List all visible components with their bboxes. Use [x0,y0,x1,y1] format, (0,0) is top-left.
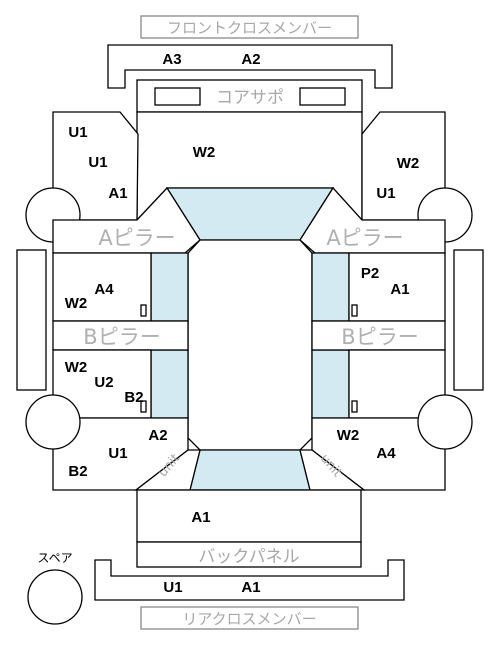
rr-quarter-code-a4: A4 [376,445,396,462]
a-pillar-right-label: Aピラー [326,226,403,250]
front-left-window [150,252,189,322]
front-member-bracket [107,44,393,89]
rear-member-bracket [94,559,405,601]
rear-cross-member-label: リアクロスメンバー [182,610,316,628]
right-side-sill [453,249,484,391]
rl-door-code-u2: U2 [94,374,113,391]
fr-door-code-p2: P2 [361,265,379,282]
rl-door-code-b2: B2 [124,389,143,406]
front-cross-member-label: フロントクロスメンバー [167,19,332,37]
rear-left-window [150,349,189,419]
front-right-window [311,252,350,322]
fr-door-code-a1: A1 [390,281,409,298]
roof-panel [187,239,313,451]
spare-label: スペア [37,551,72,565]
a-pillar-left-label: Aピラー [98,226,175,250]
trunk-lid [136,489,362,543]
back-panel-label: バックパネル [198,547,299,567]
rear-left-wheel [25,394,81,450]
fr-door-handle [351,304,358,317]
front-member-code-2: A2 [241,51,260,68]
fl-door-handle [140,304,147,317]
b-pillar-right-label: Bピラー [341,325,418,349]
rl-quarter-code-b2: B2 [68,463,87,480]
spare-tire [27,569,83,625]
rear-member-code-2: A1 [241,579,260,596]
front-right-door [348,252,446,322]
fl-fender-code-3: A1 [108,185,127,202]
core-support-label: コアサポ [216,88,284,108]
rl-quarter-code-a2: A2 [148,427,167,444]
hood-code: W2 [193,144,216,161]
fl-door-code-a4: A4 [94,281,114,298]
b-pillar-left [52,320,189,351]
rear-right-window [311,349,350,419]
b-pillar-left-label: Bピラー [83,325,160,349]
fl-fender-code-1: U1 [68,124,87,141]
rear-right-wheel [417,394,473,450]
fr-fender-code-1: W2 [397,155,420,172]
left-side-sill [16,249,47,391]
fl-fender-code-2: U1 [88,154,107,171]
rear-cross-member-box [140,606,359,630]
rear-member-code-1: U1 [163,579,182,596]
b-pillar-right [311,320,446,351]
trunk-code: A1 [191,509,210,526]
headlight-left [154,87,201,106]
back-panel-box [136,541,362,568]
fl-door-code-w2: W2 [65,295,88,312]
rr-door-handle [351,400,358,413]
front-member-code-1: A3 [162,51,181,68]
rl-door-code-w2: W2 [65,359,88,376]
rl-door-handle [140,400,147,413]
headlight-right [299,87,346,106]
rr-quarter-code-w2: W2 [337,427,360,444]
rear-window [189,449,311,491]
front-left-door [52,252,152,322]
fr-fender-code-2: U1 [376,185,395,202]
rl-quarter-code-u1: U1 [108,445,127,462]
front-cross-member-box [140,15,359,39]
